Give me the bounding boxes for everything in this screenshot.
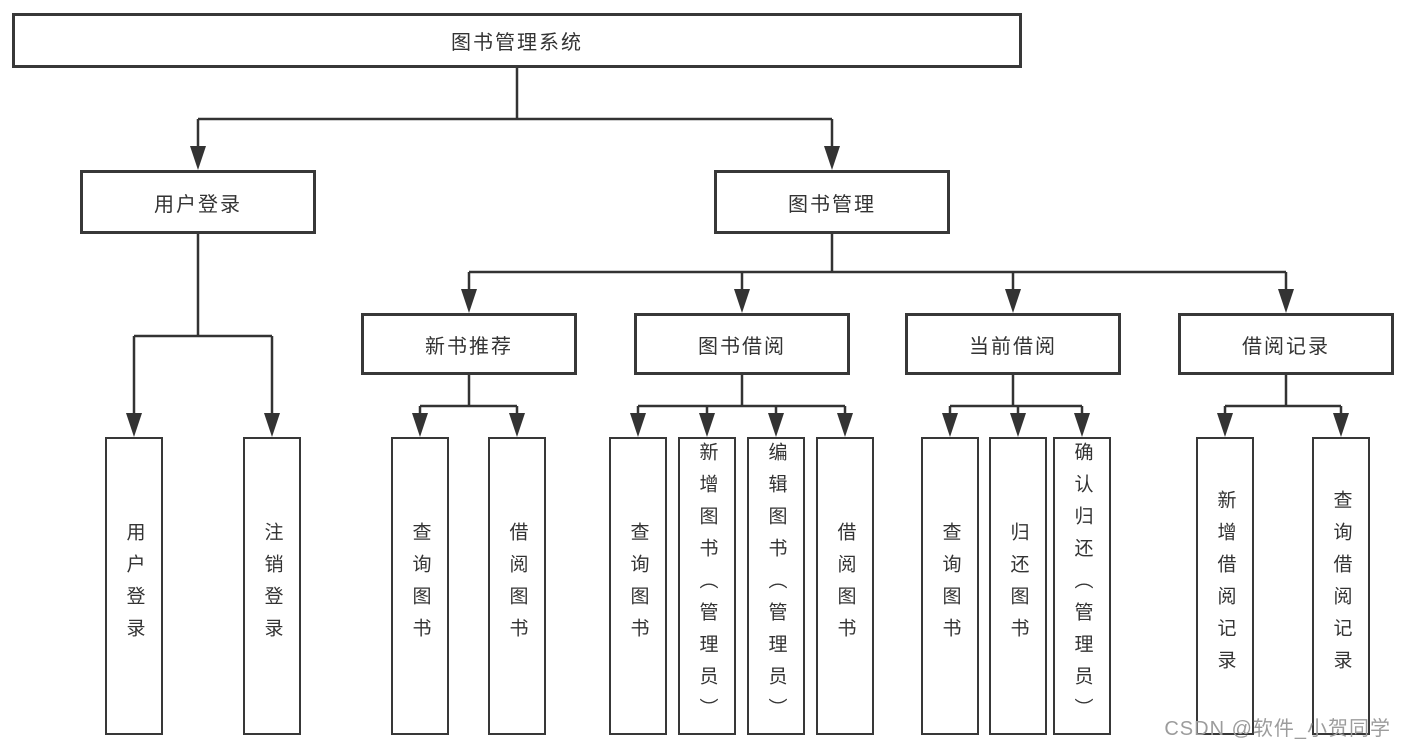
node-leaf-logout: 注销登录 <box>243 437 301 735</box>
arrowhead-leaf-return-book <box>1010 413 1026 437</box>
arrowhead-leaf-query-record <box>1333 413 1349 437</box>
node-leaf-confirm-return-label: 确认归还（管理员） <box>1071 442 1093 730</box>
node-user-login-label: 用户登录 <box>154 193 242 216</box>
node-leaf-query-book-borrow: 查询图书 <box>609 437 667 735</box>
node-leaf-user-login: 用户登录 <box>105 437 163 735</box>
arrowhead-current-borrow <box>1005 289 1021 313</box>
node-leaf-borrow-book-rec: 借阅图书 <box>488 437 546 735</box>
arrowhead-leaf-add-book <box>699 413 715 437</box>
node-leaf-borrow-book-label: 借阅图书 <box>834 522 856 650</box>
node-root-label: 图书管理系统 <box>451 32 583 54</box>
node-leaf-add-record: 新增借阅记录 <box>1196 437 1254 735</box>
node-leaf-borrow-book-rec-label: 借阅图书 <box>506 522 528 650</box>
arrowhead-user-login <box>190 146 206 170</box>
node-current-borrow: 当前借阅 <box>905 313 1121 375</box>
arrowhead-leaf-logout <box>264 413 280 437</box>
arrowhead-leaf-edit-book <box>768 413 784 437</box>
arrowhead-book-mgmt <box>824 146 840 170</box>
node-book-borrow-label: 图书借阅 <box>698 335 786 358</box>
node-book-mgmt-label: 图书管理 <box>788 193 876 216</box>
node-current-borrow-label: 当前借阅 <box>969 335 1057 358</box>
node-leaf-return-book-label: 归还图书 <box>1007 522 1029 650</box>
node-leaf-edit-book: 编辑图书（管理员） <box>747 437 805 735</box>
arrowhead-leaf-borrow-book-rec <box>509 413 525 437</box>
arrowhead-layer <box>126 146 1349 437</box>
node-leaf-confirm-return: 确认归还（管理员） <box>1053 437 1111 735</box>
node-borrow-record: 借阅记录 <box>1178 313 1394 375</box>
node-leaf-add-book: 新增图书（管理员） <box>678 437 736 735</box>
node-leaf-query-record-label: 查询借阅记录 <box>1330 490 1352 682</box>
arrowhead-borrow-record <box>1278 289 1294 313</box>
arrowhead-leaf-add-record <box>1217 413 1233 437</box>
node-book-mgmt: 图书管理 <box>714 170 950 234</box>
node-leaf-query-book-current: 查询图书 <box>921 437 979 735</box>
node-leaf-edit-book-label: 编辑图书（管理员） <box>765 442 787 730</box>
node-book-borrow: 图书借阅 <box>634 313 850 375</box>
arrowhead-book-borrow <box>734 289 750 313</box>
node-new-book-rec: 新书推荐 <box>361 313 577 375</box>
arrowhead-leaf-query-book-borrow <box>630 413 646 437</box>
node-leaf-return-book: 归还图书 <box>989 437 1047 735</box>
node-root: 图书管理系统 <box>12 13 1022 68</box>
arrowhead-new-book-rec <box>461 289 477 313</box>
node-leaf-query-book-rec: 查询图书 <box>391 437 449 735</box>
csdn-watermark: CSDN @软件_小贺同学 <box>1164 718 1391 740</box>
node-user-login: 用户登录 <box>80 170 316 234</box>
arrowhead-leaf-user-login <box>126 413 142 437</box>
node-leaf-query-book-current-label: 查询图书 <box>939 522 961 650</box>
node-leaf-add-record-label: 新增借阅记录 <box>1214 490 1236 682</box>
node-leaf-query-record: 查询借阅记录 <box>1312 437 1370 735</box>
node-leaf-query-book-borrow-label: 查询图书 <box>627 522 649 650</box>
arrowhead-leaf-query-book-rec <box>412 413 428 437</box>
node-borrow-record-label: 借阅记录 <box>1242 335 1330 358</box>
node-new-book-rec-label: 新书推荐 <box>425 335 513 358</box>
arrowhead-leaf-query-book-current <box>942 413 958 437</box>
node-leaf-query-book-rec-label: 查询图书 <box>409 522 431 650</box>
arrowhead-leaf-borrow-book <box>837 413 853 437</box>
node-leaf-logout-label: 注销登录 <box>261 522 283 650</box>
node-leaf-add-book-label: 新增图书（管理员） <box>696 442 718 730</box>
arrowhead-leaf-confirm-return <box>1074 413 1090 437</box>
node-leaf-user-login-label: 用户登录 <box>123 522 145 650</box>
node-leaf-borrow-book: 借阅图书 <box>816 437 874 735</box>
